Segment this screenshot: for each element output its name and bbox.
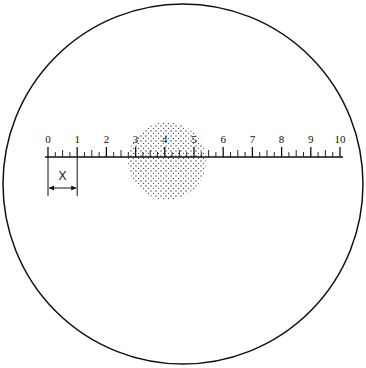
scale-tick — [135, 147, 136, 157]
extension-line — [77, 157, 78, 196]
scale-tick — [142, 152, 143, 157]
scale-tick — [281, 147, 282, 157]
scale-tick — [274, 152, 275, 157]
scale-tick — [186, 152, 187, 157]
scale-number: 3 — [133, 134, 139, 145]
scale-tick — [296, 150, 297, 157]
scale-tick — [288, 152, 289, 157]
scale-tick — [215, 152, 216, 157]
scale-tick — [223, 147, 224, 157]
scale-tick — [62, 150, 63, 157]
scale-tick — [84, 152, 85, 157]
scale-tick — [332, 152, 333, 157]
scale-tick — [172, 152, 173, 157]
dimension-x — [48, 157, 77, 196]
dimension-arrowheads — [49, 186, 76, 191]
scale-number: 8 — [279, 134, 285, 145]
scale-tick — [164, 147, 165, 157]
scale-number: 1 — [74, 134, 80, 145]
scale-tick — [259, 152, 260, 157]
dimension-label: X — [58, 170, 68, 182]
scale-number: 0 — [45, 134, 51, 145]
scale-number: 5 — [191, 134, 197, 145]
scale-tick — [106, 147, 107, 157]
scale-tick — [237, 150, 238, 157]
scale-tick — [193, 147, 194, 157]
scale-tick — [339, 147, 340, 157]
extension-line — [48, 157, 49, 196]
scale-tick — [318, 152, 319, 157]
scale-tick — [55, 152, 56, 157]
scale-tick — [245, 152, 246, 157]
scale-tick — [121, 150, 122, 157]
scale-tick — [252, 147, 253, 157]
scale-tick — [230, 152, 231, 157]
ocular-scale — [45, 147, 343, 157]
scale-tick — [267, 150, 268, 157]
scale-tick — [77, 147, 78, 157]
stippled-cell — [128, 122, 206, 200]
scale-tick — [325, 150, 326, 157]
scale-tick — [201, 152, 202, 157]
scale-tick — [310, 147, 311, 157]
scale-tick — [303, 152, 304, 157]
scale-tick — [157, 152, 158, 157]
scale-number: 9 — [308, 134, 314, 145]
scale-tick — [99, 152, 100, 157]
field-of-view — [3, 4, 363, 364]
scale-number: 7 — [250, 134, 256, 145]
scale-number: 2 — [104, 134, 110, 145]
scale-tick — [47, 147, 48, 157]
scale-tick — [208, 150, 209, 157]
scale-tick — [179, 150, 180, 157]
scale-number: 4 — [162, 134, 168, 145]
scale-number: 10 — [335, 134, 346, 145]
scale-tick — [128, 152, 129, 157]
scale-tick — [113, 152, 114, 157]
scale-tick — [91, 150, 92, 157]
scale-number: 6 — [220, 134, 226, 145]
scale-tick — [150, 150, 151, 157]
scale-tick — [69, 152, 70, 157]
